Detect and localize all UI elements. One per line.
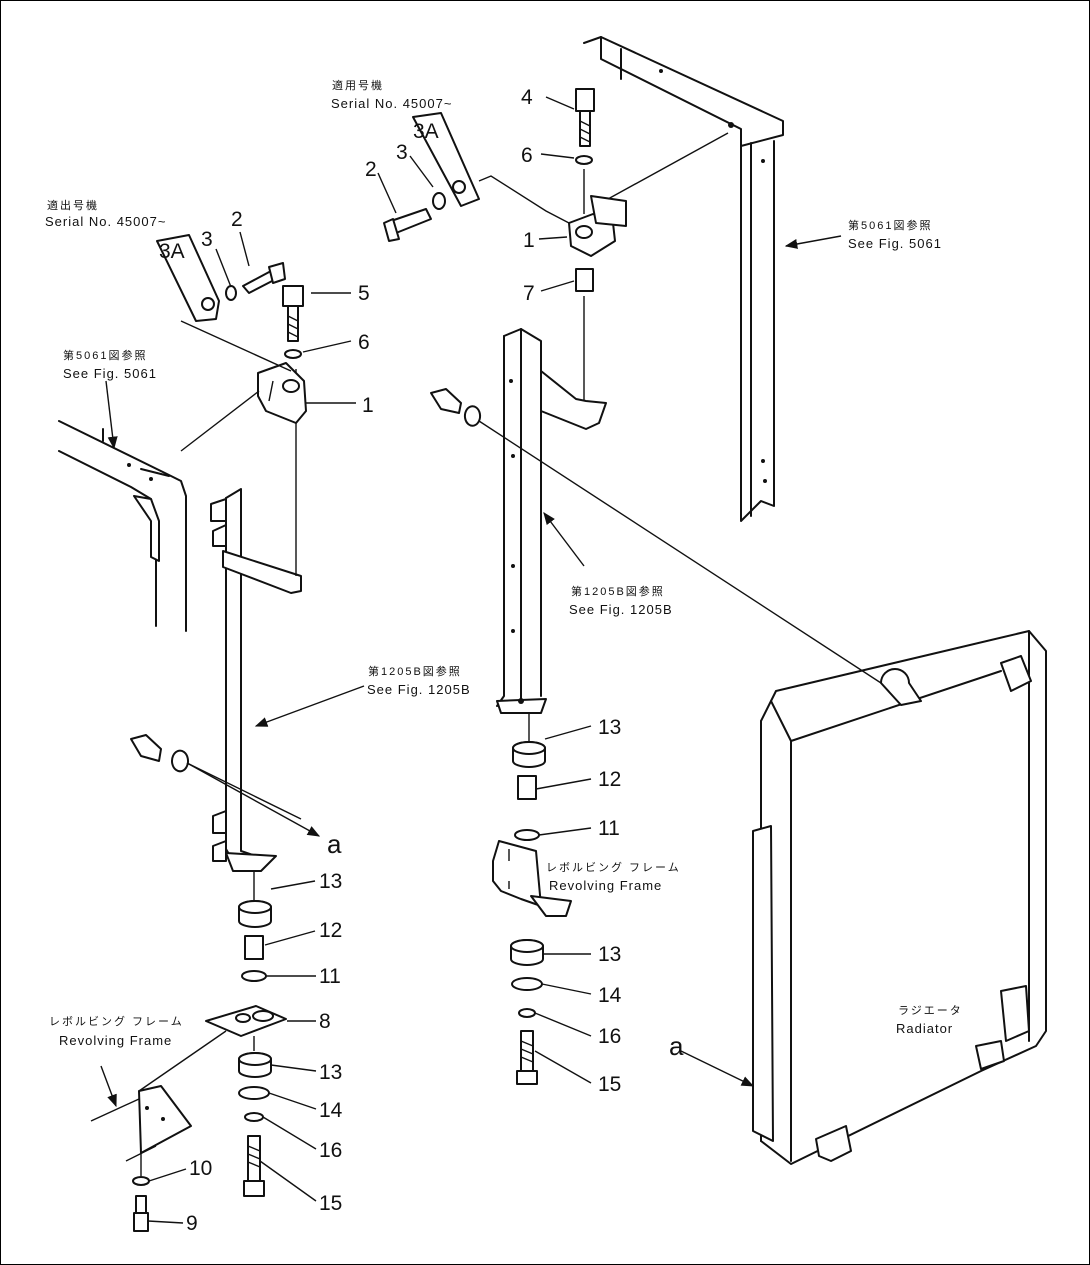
left-mount-bracket — [180, 362, 307, 452]
callout-16-left: 16 — [319, 1139, 343, 1162]
view-letter-a-right: a — [669, 1031, 684, 1061]
see-5061-left: See Fig. 5061 — [63, 366, 157, 381]
view-letter-a-left: a — [327, 829, 342, 859]
center-post — [496, 296, 607, 714]
callout-8: 8 — [319, 1010, 331, 1033]
revolving-frame-jp-left: レボルビング フレーム — [49, 1016, 184, 1028]
callout-13-center-top: 13 — [598, 716, 622, 739]
center-mount-stack — [492, 713, 572, 1085]
callout-1-center: 1 — [523, 229, 535, 252]
see-5061-right: See Fig. 5061 — [848, 236, 942, 251]
see-5061-jp-right: 第5061図参照 — [848, 220, 933, 232]
callout-14-center: 14 — [598, 984, 622, 1007]
center-mount-bracket — [568, 132, 729, 257]
callout-6-center: 6 — [521, 144, 533, 167]
left-post — [210, 369, 302, 872]
callout-6-left: 6 — [358, 331, 370, 354]
callout-12-center: 12 — [598, 768, 622, 791]
see-1205b-left: See Fig. 1205B — [367, 682, 471, 697]
callout-5: 5 — [358, 282, 370, 305]
callout-15-left: 15 — [319, 1192, 343, 1215]
left-mount-stack — [205, 871, 287, 1197]
callout-16-center: 16 — [598, 1025, 622, 1048]
serial-note-jp-center: 適用号機 — [332, 80, 384, 92]
callout-11-center: 11 — [598, 817, 620, 840]
see-1205b-jp-center: 第1205B図参照 — [571, 586, 665, 598]
upper-frame-right — [583, 36, 784, 522]
serial-note-center: Serial No. 45007~ — [331, 96, 453, 111]
radiator-label: Radiator — [896, 1021, 954, 1036]
callout-13-center-bottom: 13 — [598, 943, 622, 966]
see-1205b-jp-left: 第1205B図参照 — [368, 666, 462, 678]
revolving-frame-center: Revolving Frame — [549, 878, 663, 893]
upper-frame-left — [58, 420, 187, 632]
callout-4: 4 — [521, 86, 533, 109]
serial-note-jp-left: 適出号機 — [47, 200, 99, 212]
callout-2-center: 2 — [365, 158, 377, 181]
see-1205b-center: See Fig. 1205B — [569, 602, 673, 617]
callout-13-left-bottom: 13 — [319, 1061, 343, 1084]
serial-note-left: Serial No. 45007~ — [45, 214, 167, 229]
callout-11-left: 11 — [319, 965, 341, 988]
left-plate-assembly — [156, 234, 292, 372]
callout-15-center: 15 — [598, 1073, 622, 1096]
callout-2-left: 2 — [231, 208, 243, 231]
callout-9: 9 — [186, 1212, 198, 1235]
callout-12-left: 12 — [319, 919, 343, 942]
reference-arrows — [100, 235, 842, 1108]
callout-1-left: 1 — [362, 394, 374, 417]
left-revolving-frame — [90, 1030, 227, 1232]
revolving-frame-left: Revolving Frame — [59, 1033, 173, 1048]
upper-bolts — [282, 88, 595, 359]
leader-lines — [147, 96, 592, 1224]
callout-3-center: 3 — [396, 141, 408, 164]
callout-3a-center: 3A — [413, 120, 439, 143]
callout-7: 7 — [523, 282, 535, 305]
callout-3a-left: 3A — [159, 240, 185, 263]
callout-14-left: 14 — [319, 1099, 343, 1122]
revolving-frame-jp-center: レボルビング フレーム — [546, 862, 681, 874]
radiator-jp: ラジエータ — [898, 1005, 963, 1017]
radiator-core — [752, 630, 1047, 1165]
side-bolts — [130, 388, 882, 820]
callout-10: 10 — [189, 1157, 213, 1180]
callout-13-left-top: 13 — [319, 870, 343, 893]
center-plate-assembly — [383, 112, 570, 242]
see-5061-jp-left: 第5061図参照 — [63, 350, 148, 362]
callout-3-left: 3 — [201, 228, 213, 251]
